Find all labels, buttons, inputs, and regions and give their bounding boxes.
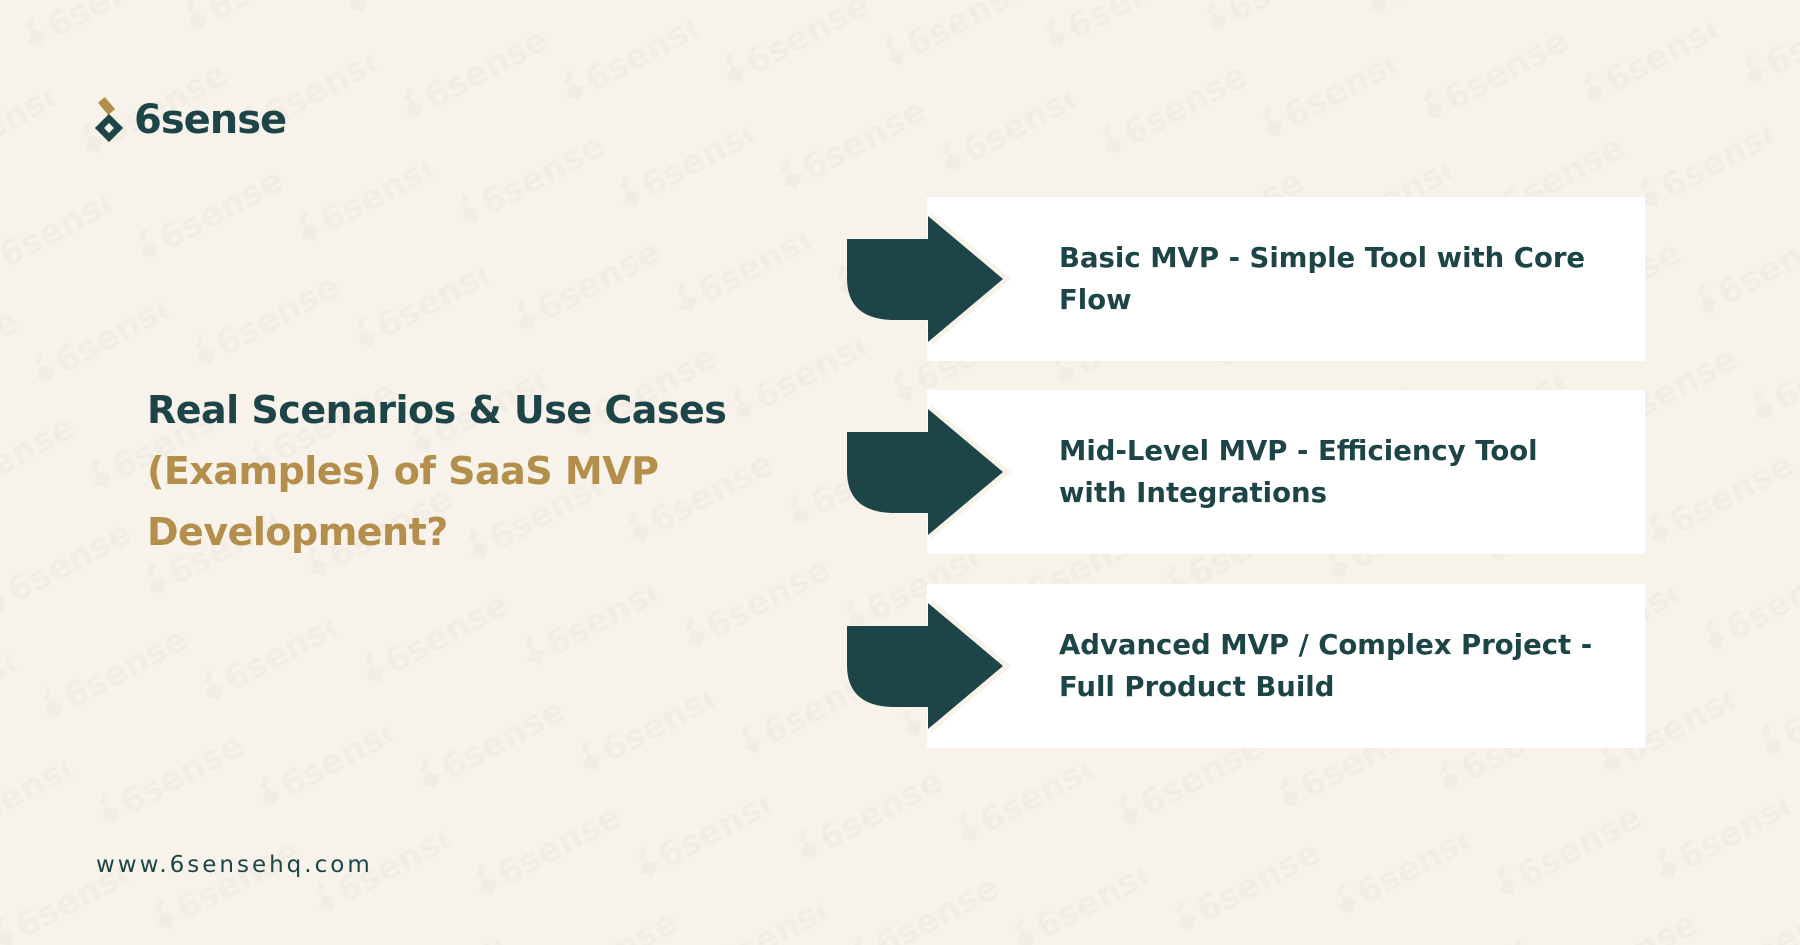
arrow-icon: [843, 212, 1013, 346]
use-case-label: Mid-Level MVP - Efficiency Tool with Int…: [1059, 435, 1538, 509]
brand-logo: 6sense: [94, 96, 287, 144]
title-line-3: Development?: [147, 510, 448, 554]
brand-name: 6sense: [134, 97, 287, 143]
arrow-icon: [843, 599, 1013, 733]
arrow-icon: [843, 405, 1013, 539]
use-case-label: Advanced MVP / Complex Project - Full Pr…: [1059, 629, 1593, 703]
use-case-label: Basic MVP - Simple Tool with Core Flow: [1059, 242, 1586, 316]
title-line-2: (Examples) of SaaS MVP: [147, 449, 659, 493]
page-title: Real Scenarios & Use Cases (Examples) of…: [147, 380, 787, 563]
website-url: www.6sensehq.com: [96, 852, 373, 878]
use-case-card-basic: Basic MVP - Simple Tool with Core Flow: [927, 197, 1645, 361]
6sense-logo-icon: [94, 96, 124, 143]
use-case-card-advanced: Advanced MVP / Complex Project - Full Pr…: [927, 584, 1645, 748]
title-line-1: Real Scenarios & Use Cases: [147, 388, 727, 432]
use-case-card-mid-level: Mid-Level MVP - Efficiency Tool with Int…: [927, 390, 1645, 554]
